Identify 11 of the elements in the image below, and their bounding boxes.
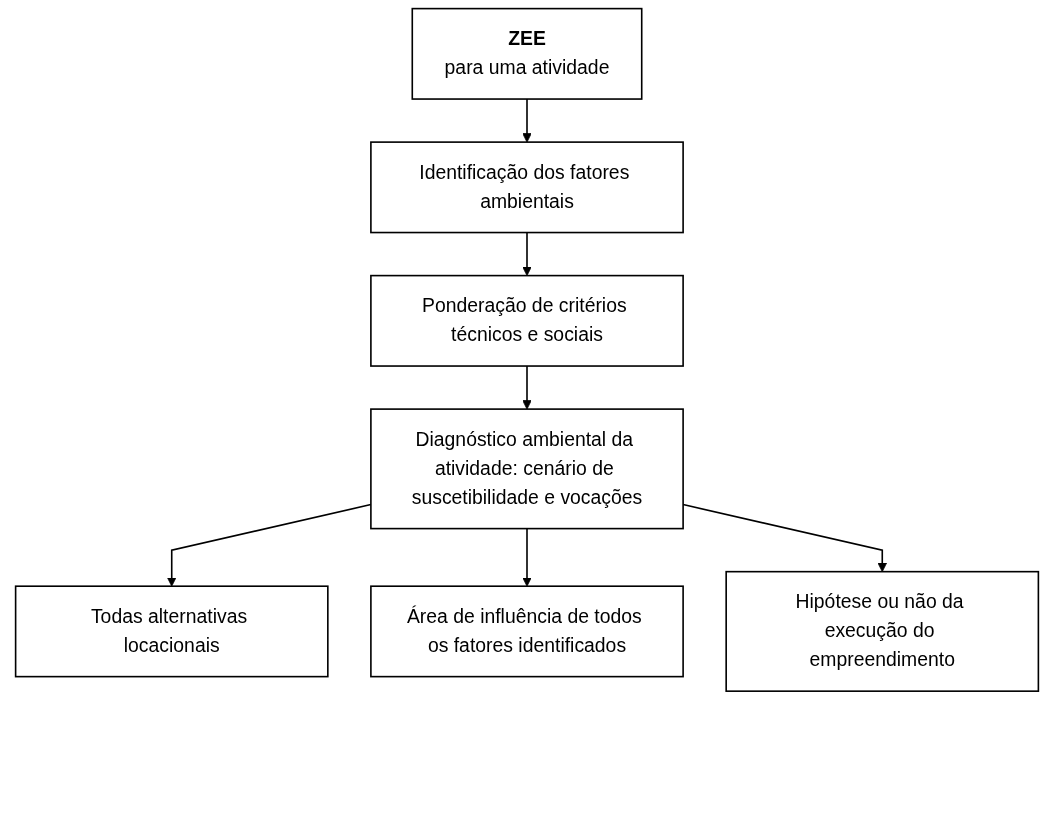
arrow <box>522 365 532 410</box>
arrow <box>522 527 532 587</box>
node-box: Todas alternativas locacionais <box>14 585 329 678</box>
node-box: Ponderação de critérios técnicos e sociais <box>370 274 684 367</box>
node-box: ZEE para uma atividade <box>411 7 643 100</box>
node-box: Área de influência de todos os fatores identificados <box>370 585 684 678</box>
node-box: Diagnóstico ambiental da atividade: cenário de suscetibilidade e vocações <box>370 408 684 530</box>
arrow <box>522 231 532 277</box>
node-box: Identificação dos fatores ambientais <box>370 141 684 234</box>
node-box: Hipótese ou não da execução do empreendimento <box>725 570 1040 692</box>
arrow <box>522 98 532 143</box>
